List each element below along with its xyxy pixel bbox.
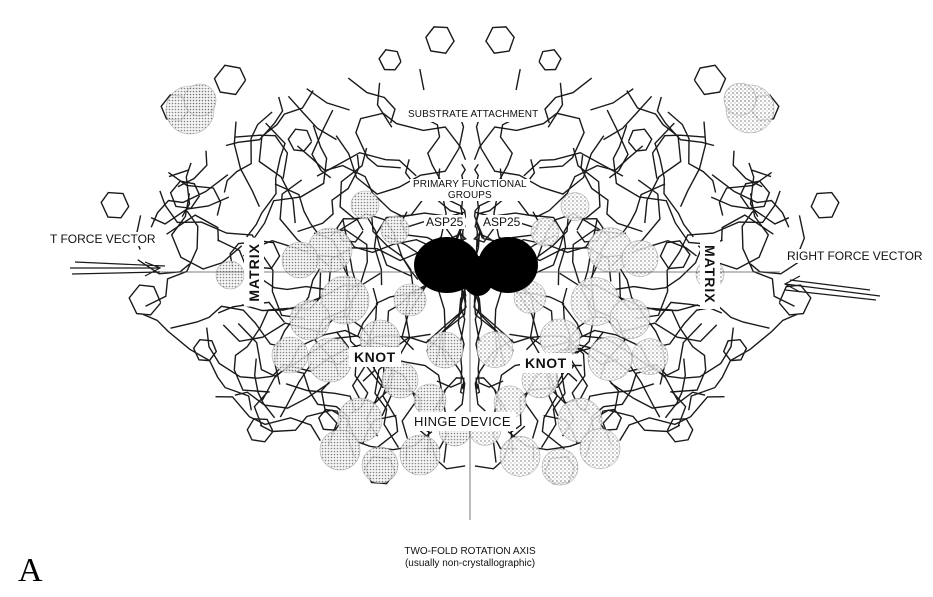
backbone-segment xyxy=(665,359,685,418)
backbone-segment xyxy=(234,122,259,207)
backbone-segment xyxy=(151,197,229,224)
substrate-attachment-label: SUBSTRATE ATTACHMENT xyxy=(403,107,543,122)
panel-letter: A xyxy=(18,552,43,590)
atom-sphere xyxy=(272,337,308,373)
primary-functional-groups-label: PRIMARY FUNCTIONAL GROUPS xyxy=(410,179,530,201)
backbone-segment xyxy=(379,50,401,70)
atom-sphere xyxy=(382,362,418,398)
backbone-segment xyxy=(711,197,789,224)
backbone-segment xyxy=(146,211,198,306)
atom-sphere xyxy=(500,436,540,476)
backbone-segment xyxy=(171,306,283,346)
asp25-right-label: ASP25 xyxy=(481,215,522,229)
atom-sphere xyxy=(542,449,578,485)
atom-sphere xyxy=(632,339,668,375)
backbone-segment xyxy=(426,27,455,53)
atom-sphere xyxy=(477,332,513,368)
atom-sphere xyxy=(610,299,650,339)
backbone-segment xyxy=(657,306,769,346)
atom-sphere xyxy=(351,191,379,219)
atom-sphere xyxy=(308,338,352,382)
atom-sphere xyxy=(394,284,426,316)
rotation-axis-caption: TWO-FOLD ROTATION AXIS (usually non-crys… xyxy=(365,546,575,570)
atom-sphere xyxy=(362,447,398,483)
backbone-segment xyxy=(171,181,200,208)
atom-sphere xyxy=(320,430,360,470)
atom-sphere xyxy=(531,218,559,246)
atom-sphere xyxy=(400,435,440,475)
atom-sphere xyxy=(381,216,409,244)
rotation-axis-line1: TWO-FOLD ROTATION AXIS xyxy=(365,546,575,558)
matrix-right-label: MATRIX xyxy=(700,240,720,309)
backbone-segment xyxy=(516,69,520,90)
atom-sphere xyxy=(216,261,244,289)
atom-sphere xyxy=(290,300,330,340)
left-force-vector-label: T FORCE VECTOR xyxy=(48,232,158,246)
atom-sphere xyxy=(282,242,318,278)
backbone-segment xyxy=(129,285,161,315)
backbone-segment xyxy=(548,83,562,128)
backbone-segment xyxy=(799,215,804,249)
atom-sphere xyxy=(184,84,216,116)
primary-label-line2: GROUPS xyxy=(413,190,527,201)
backbone-segment xyxy=(494,442,497,463)
matrix-left-label: MATRIX xyxy=(244,238,264,307)
backbone-segment xyxy=(444,442,447,463)
backbone-segment xyxy=(101,193,129,218)
atom-sphere xyxy=(588,337,632,381)
primary-label-line1: PRIMARY FUNCTIONAL xyxy=(413,179,527,190)
atom-sphere xyxy=(427,332,463,368)
backbone-segment xyxy=(694,65,725,94)
backbone-segment xyxy=(486,27,514,53)
rotation-axis-line2: (usually non-crystallographic) xyxy=(365,558,575,570)
backbone-segment xyxy=(660,241,690,269)
asp25-active-site xyxy=(414,237,538,296)
backbone-segment xyxy=(255,359,275,418)
backbone-segment xyxy=(668,112,716,193)
backbone-segment xyxy=(420,69,424,90)
knot-left-label: KNOT xyxy=(349,347,401,367)
atom-sphere xyxy=(622,240,658,276)
backbone-segment xyxy=(224,112,272,193)
asp25-left-label: ASP25 xyxy=(424,215,465,229)
atom-sphere xyxy=(724,83,756,115)
backbone-segment xyxy=(539,50,561,70)
backbone-segment xyxy=(740,181,769,208)
atom-sphere xyxy=(580,429,620,469)
knot-right-label: KNOT xyxy=(520,353,572,373)
backbone-segment xyxy=(378,83,392,128)
atom-sphere xyxy=(561,193,589,221)
backbone-segment xyxy=(681,122,706,207)
backbone-segment xyxy=(215,65,246,94)
right-force-vector-label: RIGHT FORCE VECTOR xyxy=(785,249,925,263)
backbone-segment xyxy=(811,193,839,218)
hinge-device-label: HINGE DEVICE xyxy=(409,412,516,431)
